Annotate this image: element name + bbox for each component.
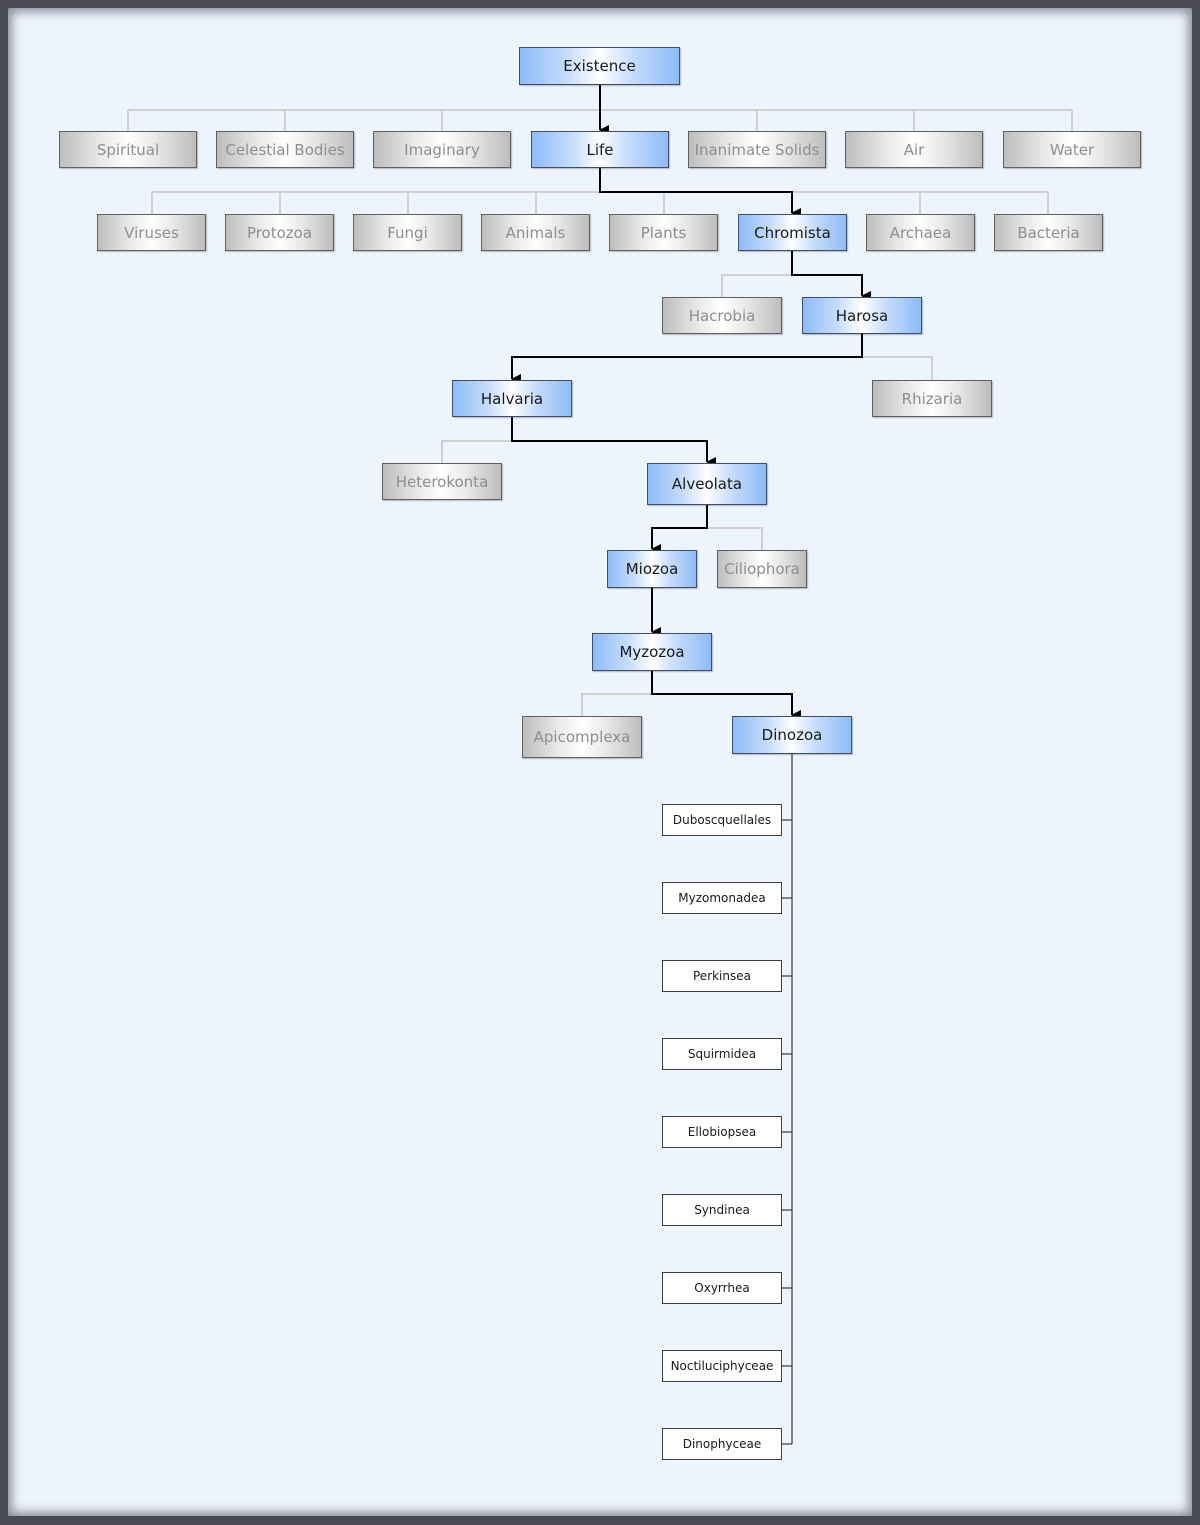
node-celestial-bodies[interactable]: Celestial Bodies [216,131,354,168]
node-bacteria[interactable]: Bacteria [994,214,1103,251]
node-spiritual[interactable]: Spiritual [59,131,197,168]
node-plants[interactable]: Plants [609,214,718,251]
node-miozoa[interactable]: Miozoa [607,550,697,588]
leaf-squirmidea[interactable]: Squirmidea [662,1038,782,1070]
node-inanimate-solids[interactable]: Inanimate Solids [688,131,826,168]
path-myzozoa-dinozoa [651,671,801,720]
leaf-oxyrrhea[interactable]: Oxyrrhea [662,1272,782,1304]
node-harosa[interactable]: Harosa [802,297,922,334]
path-alveolata-miozoa [651,505,708,554]
leaf-noctiluciphyceae[interactable]: Noctiluciphyceae [662,1350,782,1382]
node-existence[interactable]: Existence [519,47,680,85]
node-chromista[interactable]: Chromista [738,214,847,251]
leaf-syndinea[interactable]: Syndinea [662,1194,782,1226]
connector-heterokonta [441,440,512,463]
node-myzozoa[interactable]: Myzozoa [592,633,712,671]
node-halvaria[interactable]: Halvaria [452,380,572,417]
node-air[interactable]: Air [845,131,983,168]
path-halvaria-alveolata [511,417,716,467]
path-harosa-halvaria [511,334,863,384]
path-chromista-harosa [791,251,871,301]
connector-hacrobia [721,274,792,297]
node-rhizaria[interactable]: Rhizaria [872,380,992,417]
diagram-canvas [8,8,1192,1516]
connector-apicomplexa [581,693,652,716]
leaf-duboscquellales[interactable]: Duboscquellales [662,804,782,836]
node-hacrobia[interactable]: Hacrobia [662,297,782,334]
leaf-perkinsea[interactable]: Perkinsea [662,960,782,992]
node-animals[interactable]: Animals [481,214,590,251]
node-alveolata[interactable]: Alveolata [647,463,767,505]
node-water[interactable]: Water [1003,131,1141,168]
connector-rhizaria [862,356,933,380]
node-viruses[interactable]: Viruses [97,214,206,251]
leaf-dinophyceae[interactable]: Dinophyceae [662,1428,782,1460]
node-archaea[interactable]: Archaea [866,214,975,251]
node-apicomplexa[interactable]: Apicomplexa [522,716,642,758]
node-fungi[interactable]: Fungi [353,214,462,251]
leaf-myzomonadea[interactable]: Myzomonadea [662,882,782,914]
node-heterokonta[interactable]: Heterokonta [382,463,502,500]
node-dinozoa[interactable]: Dinozoa [732,716,852,754]
node-ciliophora[interactable]: Ciliophora [717,550,807,588]
node-life[interactable]: Life [531,131,669,168]
node-protozoa[interactable]: Protozoa [225,214,334,251]
connector-ciliophora [706,505,763,550]
node-imaginary[interactable]: Imaginary [373,131,511,168]
path-life-chromista [599,168,801,218]
leaf-ellobiopsea[interactable]: Ellobiopsea [662,1116,782,1148]
